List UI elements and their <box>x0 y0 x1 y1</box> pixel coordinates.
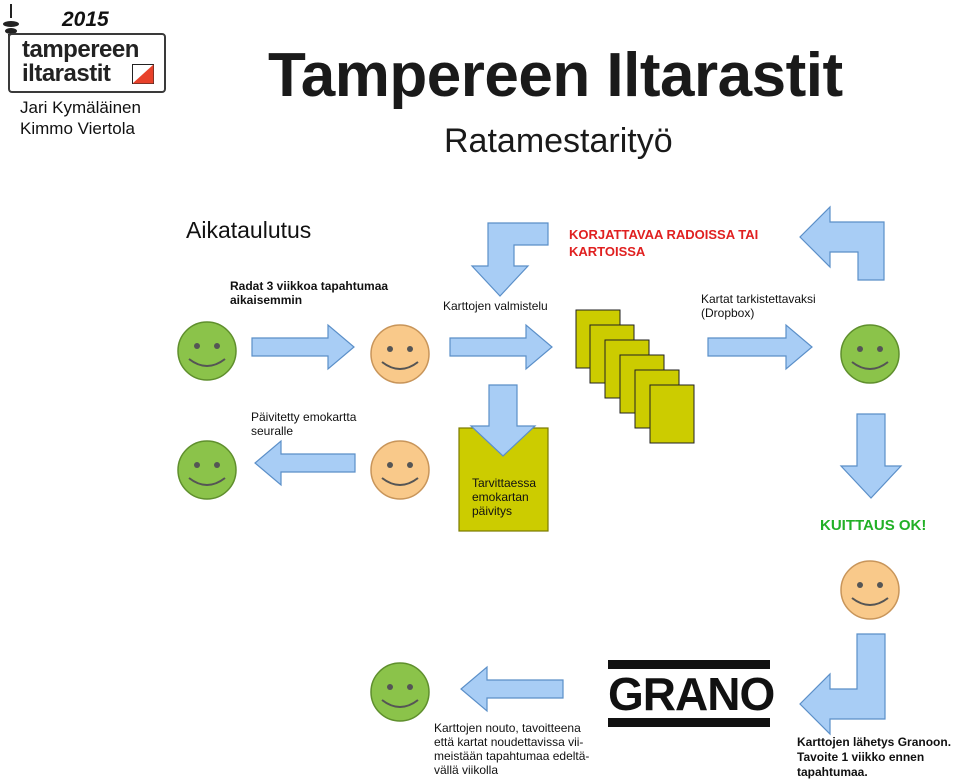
author-name: Kimmo Viertola <box>20 119 135 138</box>
arrow-icon <box>799 633 886 736</box>
arrow-icon <box>799 205 885 281</box>
page-title: Tampereen Iltarastit <box>268 41 843 110</box>
smiley-face-icon <box>177 321 237 381</box>
arrow-icon <box>460 665 564 713</box>
grano-logo-text: GRANO <box>608 668 775 720</box>
label-lahetys: Karttojen lähetys Granoon.Tavoite 1 viik… <box>797 735 952 779</box>
author-name: Jari Kymäläinen <box>20 98 141 117</box>
smiley-face-icon <box>370 440 430 500</box>
arrow-icon <box>469 384 537 457</box>
map-sheet-icon <box>649 384 695 444</box>
smiley-face-icon <box>370 324 430 384</box>
smiley-face-icon <box>177 440 237 500</box>
page-subtitle: Ratamestarityö <box>444 122 673 160</box>
logo-year: 2015 <box>62 8 109 31</box>
arrow-icon <box>251 323 355 371</box>
orienteering-flag-icon <box>132 64 154 84</box>
label-kuittaus: KUITTAUS OK! <box>820 517 927 534</box>
grano-logo-icon <box>608 660 770 727</box>
logo-text-line1: tampereen <box>22 36 139 63</box>
smiley-face-icon <box>840 560 900 620</box>
label-valmistelu: Karttojen valmistelu <box>443 299 548 313</box>
arrow-icon <box>449 323 553 371</box>
smiley-face-icon <box>840 324 900 384</box>
smiley-face-icon <box>370 662 430 722</box>
arrow-icon <box>470 222 549 297</box>
logo-text-line2: iltarastit <box>22 60 111 87</box>
arrow-icon <box>839 413 903 499</box>
label-tarkistettavaksi: Kartat tarkistettavaksi(Dropbox) <box>701 292 816 320</box>
arrow-icon <box>707 323 813 371</box>
diagram-heading: Aikataulutus <box>186 217 312 243</box>
arrow-icon <box>254 439 356 487</box>
